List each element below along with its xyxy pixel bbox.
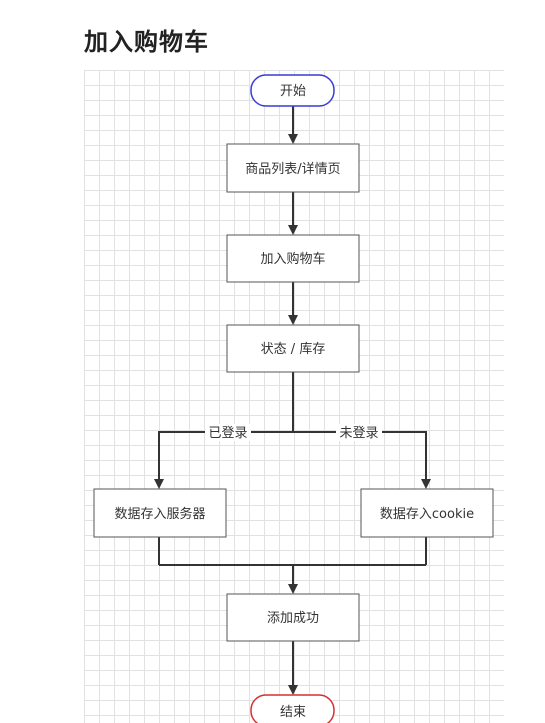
node-end-label: 结束 [280,705,306,720]
node-status-stock [226,324,360,373]
node-save-server [93,488,227,538]
node-status-stock-label: 状态 / 库存 [261,341,326,357]
node-start [250,74,335,107]
edge-label-bg-not-logged-in [336,424,382,441]
node-save-cookie [360,488,494,538]
edge-label-logged-in: 已登录 [208,426,247,441]
node-product-list-label: 商品列表/详情页 [245,162,340,177]
node-add-to-cart [226,234,360,283]
node-product-list [226,143,360,193]
page-title: 加入购物车 [84,28,209,56]
node-end [250,694,335,723]
node-save-cookie-label: 数据存入cookie [380,507,474,522]
node-add-to-cart-label: 加入购物车 [260,251,325,267]
node-add-success-label: 添加成功 [267,611,319,626]
node-save-server-label: 数据存入服务器 [114,506,205,522]
edge-label-bg-logged-in [205,424,251,441]
edge-label-not-logged-in: 未登录 [339,426,378,441]
node-start-label: 开始 [280,84,306,99]
node-add-success [226,593,360,642]
